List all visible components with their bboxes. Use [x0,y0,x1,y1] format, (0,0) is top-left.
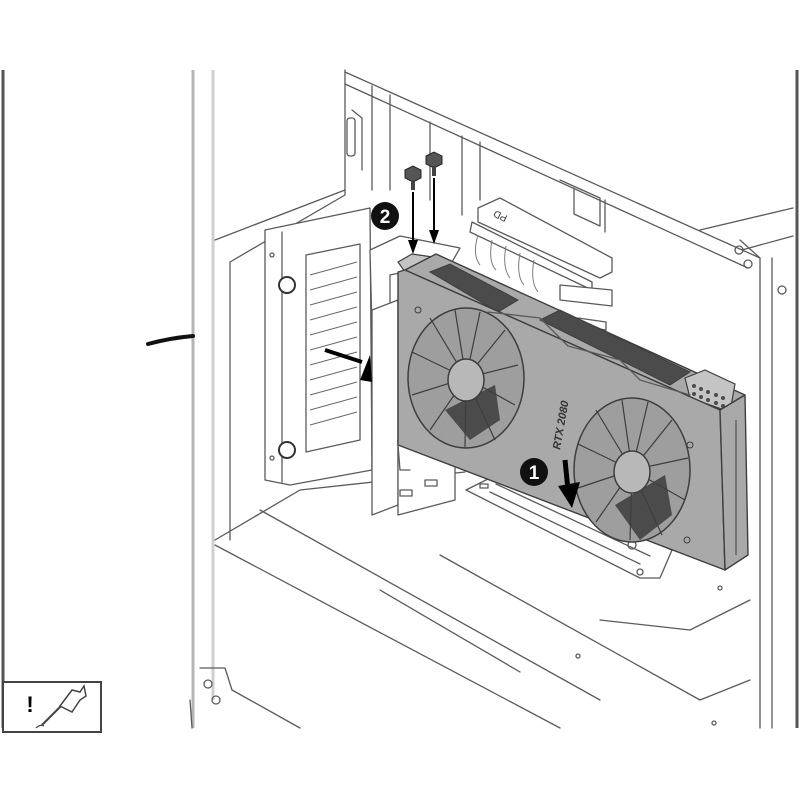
fan-icon [573,397,691,543]
step-badge-1: 1 [520,458,548,486]
cable [146,334,195,346]
screw-arrow [429,178,439,244]
screw-arrow [408,192,418,254]
exclamation-icon: ! [26,692,33,717]
image-frame [1,70,799,728]
warning-box: ! [2,681,102,733]
connector-label: PD [492,207,509,223]
step-badge-2: 2 [371,202,399,230]
thumbscrew-icon [278,441,296,459]
screw-icon [425,151,443,176]
power-connector [684,369,736,413]
case-side-panel [191,70,215,728]
svg-text:2: 2 [380,207,391,228]
riser-connector: PD [469,197,613,331]
screw-icon [404,165,422,190]
screws [404,151,443,254]
screwdriver-icon [35,684,87,729]
thumbscrew-icon [278,276,296,294]
insert-arrow [558,459,580,508]
fan-icon [407,307,525,449]
bracket-arrow [324,348,372,382]
svg-text:1: 1 [529,463,540,484]
graphics-card: RTX 2080 [397,253,749,571]
